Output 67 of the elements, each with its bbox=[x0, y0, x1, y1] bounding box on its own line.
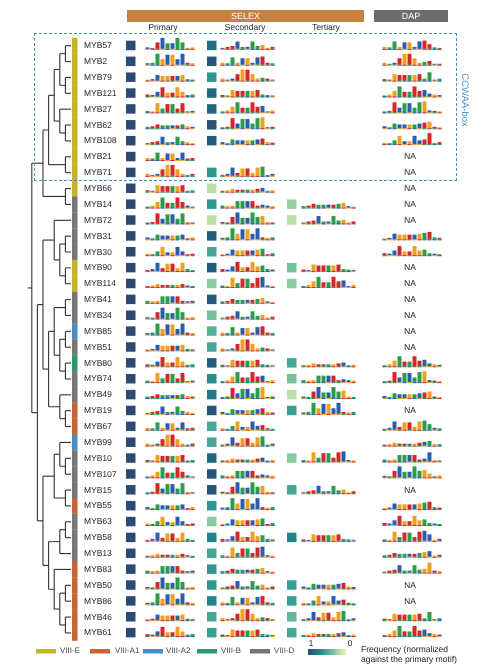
not-available-mark: NA bbox=[404, 596, 416, 606]
column-group-header: SELEX bbox=[127, 10, 364, 22]
gene-name: MYB86 bbox=[84, 596, 112, 606]
gene-name: MYB57 bbox=[84, 41, 112, 50]
not-available-mark: NA bbox=[404, 184, 416, 193]
legend-label: VIII-B bbox=[221, 647, 242, 655]
gene-name: MYB51 bbox=[84, 342, 112, 352]
gene-name: MYB67 bbox=[84, 422, 112, 431]
gene-name: MYB74 bbox=[84, 374, 112, 383]
gene-name: MYB41 bbox=[84, 295, 112, 304]
gene-name: MYB71 bbox=[84, 168, 112, 177]
not-available-mark: NA bbox=[404, 200, 416, 208]
not-available-mark: NA bbox=[404, 326, 416, 336]
not-available-mark: NA bbox=[404, 152, 416, 161]
column-header: Primary bbox=[148, 22, 178, 31]
gene-name: MYB121 bbox=[84, 88, 117, 98]
gene-name: MYB79 bbox=[84, 72, 112, 82]
not-available-mark: NA bbox=[404, 342, 416, 352]
colorbar-tick-label: 0 bbox=[348, 638, 352, 647]
gene-name: MYB58 bbox=[84, 533, 112, 542]
legend-label: VIII-A1 bbox=[115, 647, 140, 655]
not-available-mark: NA bbox=[404, 279, 416, 288]
gene-name: MYB61 bbox=[84, 628, 112, 637]
colorbar-title: Frequency (normalized against the primary motif) bbox=[361, 645, 458, 665]
gene-name: MYB55 bbox=[84, 501, 112, 510]
gene-name: MYB15 bbox=[84, 486, 112, 494]
not-available-mark: NA bbox=[404, 216, 416, 224]
gene-name: MYB14 bbox=[84, 200, 112, 208]
gene-name: MYB62 bbox=[84, 120, 112, 130]
gene-name: MYB13 bbox=[84, 549, 112, 558]
gene-name: MYB107 bbox=[84, 470, 117, 478]
gene-name: MYB108 bbox=[84, 136, 117, 145]
not-available-mark: NA bbox=[404, 168, 416, 177]
gene-name: MYB34 bbox=[84, 310, 112, 320]
gene-name: MYB27 bbox=[84, 104, 112, 114]
gene-name: MYB72 bbox=[84, 216, 112, 224]
gene-name: MYB10 bbox=[84, 454, 112, 462]
gene-name: MYB114 bbox=[84, 279, 116, 288]
gene-name: MYB80 bbox=[84, 358, 112, 368]
not-available-mark: NA bbox=[404, 406, 416, 415]
gene-name: MYB66 bbox=[84, 184, 112, 193]
region-label: CCWAA-box bbox=[459, 72, 469, 126]
column-header: Secondary bbox=[224, 22, 266, 31]
legend-label: VIII-A2 bbox=[166, 647, 190, 655]
gene-name: MYB19 bbox=[84, 406, 112, 415]
gene-name: MYB99 bbox=[84, 438, 112, 446]
gene-name: MYB83 bbox=[84, 564, 112, 574]
gene-name: MYB63 bbox=[84, 517, 112, 526]
column-header: Tertiary bbox=[312, 22, 340, 31]
gene-name: MYB85 bbox=[84, 326, 112, 336]
gene-name: MYB90 bbox=[84, 263, 112, 272]
gene-name: MYB30 bbox=[84, 248, 112, 256]
gene-name: MYB21 bbox=[84, 152, 112, 161]
not-available-mark: NA bbox=[404, 580, 416, 590]
gene-name: MYB31 bbox=[84, 232, 112, 240]
not-available-mark: NA bbox=[404, 295, 416, 304]
legend-label: VIII-E bbox=[60, 647, 80, 655]
legend-label: VIII-D bbox=[274, 647, 294, 655]
gene-name: MYB2 bbox=[84, 57, 108, 66]
gene-name: MYB50 bbox=[84, 580, 112, 590]
gene-name: MYB49 bbox=[84, 390, 112, 399]
gene-name: MYB46 bbox=[84, 612, 112, 622]
column-group-header: DAP bbox=[374, 10, 448, 22]
not-available-mark: NA bbox=[404, 486, 416, 494]
colorbar-tick-label: 1 bbox=[308, 638, 314, 647]
not-available-mark: NA bbox=[404, 310, 416, 320]
not-available-mark: NA bbox=[404, 263, 416, 272]
